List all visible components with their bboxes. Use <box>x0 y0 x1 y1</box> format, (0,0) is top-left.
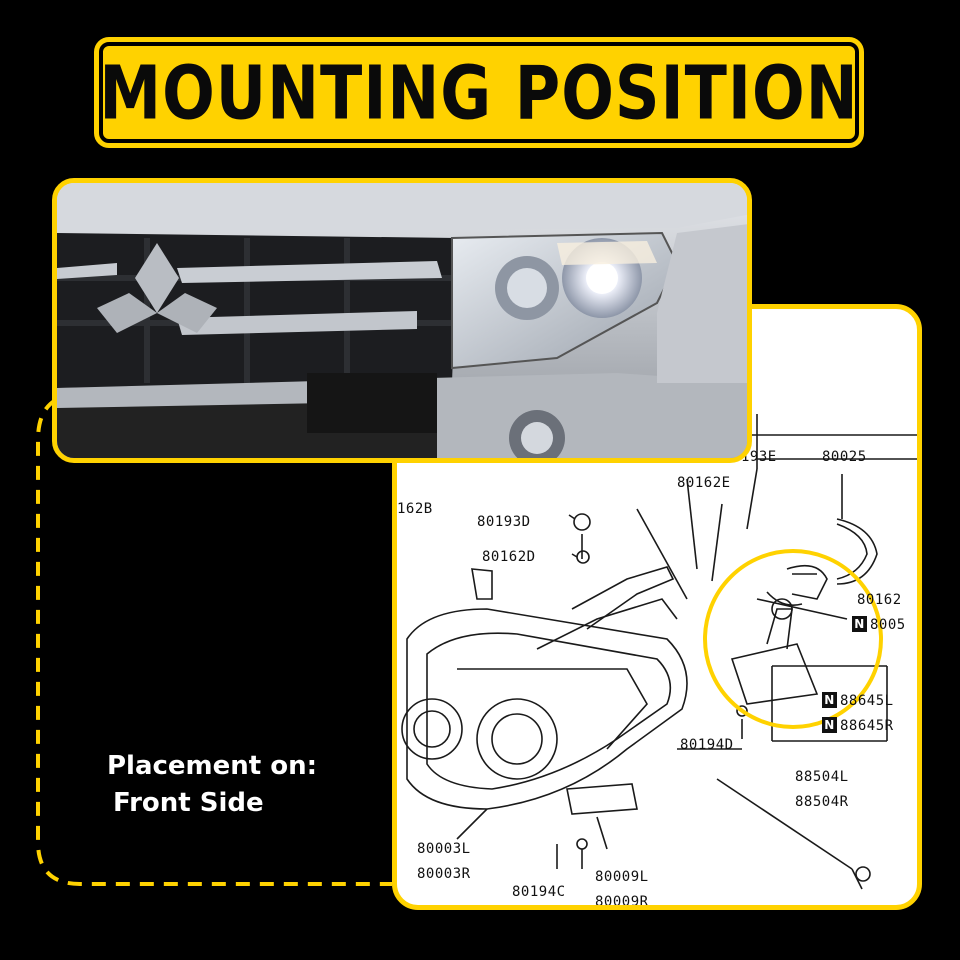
part-label-80003r: 80003R <box>417 866 471 882</box>
part-label-88504r: 88504R <box>795 794 849 810</box>
car-front-photo <box>52 178 752 463</box>
part-label-80003l: 80003L <box>417 841 471 857</box>
part-label-80194c: 80194C <box>512 884 566 900</box>
part-label-80193d: 80193D <box>477 514 531 530</box>
part-label-88645l-text: 88645L <box>840 693 894 709</box>
placement-text: Placement on: Front Side <box>107 748 317 822</box>
part-label-80009r: 80009R <box>595 894 649 910</box>
part-label-80009l: 80009L <box>595 869 649 885</box>
part-label-80162d: 80162D <box>482 549 536 565</box>
placement-line2: Front Side <box>113 788 264 818</box>
part-label-80162b: 162B <box>397 501 433 517</box>
placement-line1: Placement on: <box>107 751 318 781</box>
part-label-80162e: 80162E <box>677 475 731 491</box>
part-label-80194d: 80194D <box>680 737 734 753</box>
part-label-80025: 80025 <box>822 449 867 465</box>
title-banner: MOUNTING POSITION <box>94 37 864 148</box>
n-badge: N <box>822 717 837 733</box>
page-title: MOUNTING POSITION <box>99 48 859 137</box>
n-badge: N <box>822 692 837 708</box>
part-label-88645r-text: 88645R <box>840 718 894 734</box>
part-label-88504l: 88504L <box>795 769 849 785</box>
n-badge: N <box>852 616 867 632</box>
part-label-80005-text: 8005 <box>870 617 906 633</box>
part-label-80193e: 193E <box>741 449 777 465</box>
part-label-80162c: 80162 <box>857 592 902 608</box>
